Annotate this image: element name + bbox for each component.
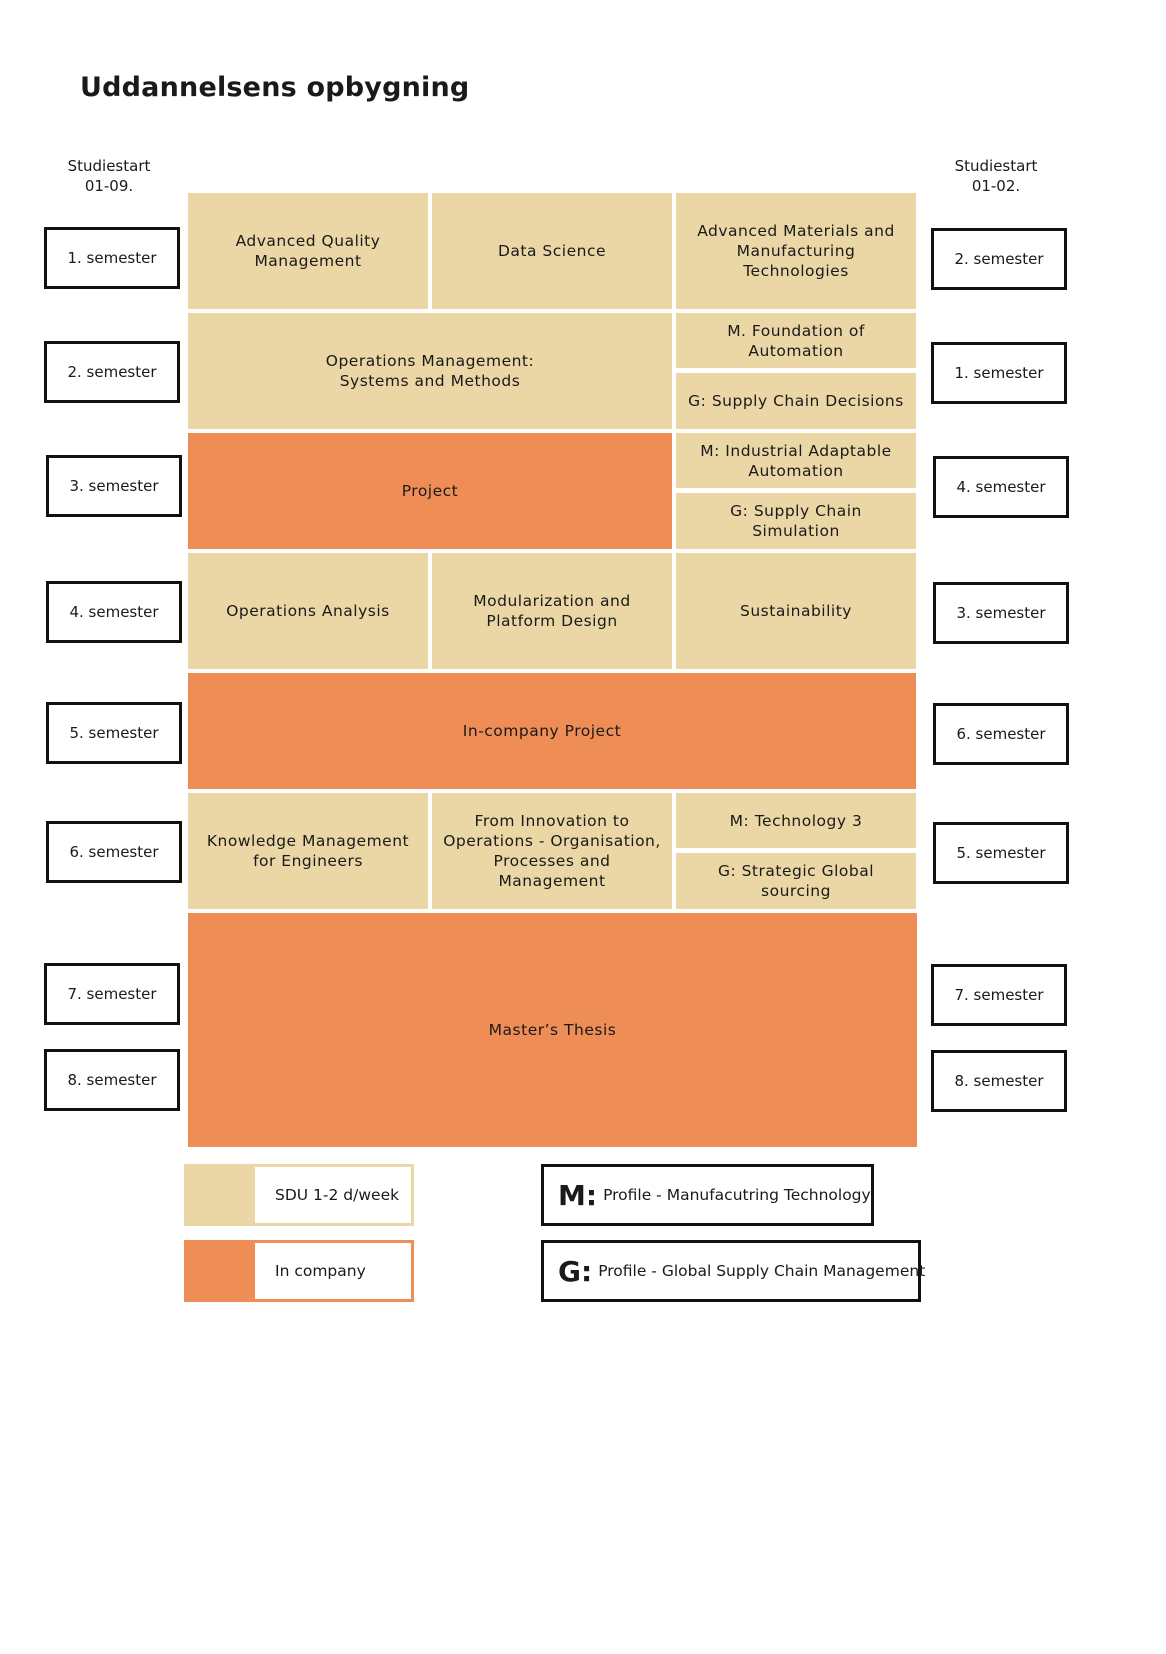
- legend-company: In company: [184, 1240, 414, 1302]
- course-advanced-materials: Advanced Materials and Manufacturing Tec…: [676, 193, 916, 309]
- course-g-supply-chain-simulation: G: Supply Chain Simulation: [676, 493, 916, 549]
- left-semester-box: 5. semester: [46, 702, 182, 764]
- profile-g-letter: G:: [558, 1254, 593, 1288]
- course-sustainability: Sustainability: [676, 553, 916, 669]
- legend-company-swatch: [187, 1243, 255, 1299]
- left-semester-box: 8. semester: [44, 1049, 180, 1111]
- legend-sdu-label: SDU 1-2 d/week: [275, 1186, 400, 1204]
- right-semester-box: 5. semester: [933, 822, 1069, 884]
- right-semester-box: 4. semester: [933, 456, 1069, 518]
- course-project: Project: [188, 433, 672, 549]
- right-semester-box: 6. semester: [933, 703, 1069, 765]
- profile-m-letter: M:: [558, 1178, 598, 1212]
- right-semester-box: 8. semester: [931, 1050, 1067, 1112]
- left-semester-box: 3. semester: [46, 455, 182, 517]
- course-innovation-to-operations: From Innovation to Operations - Organisa…: [432, 793, 672, 909]
- course-modularization: Modularization and Platform Design: [432, 553, 672, 669]
- legend-sdu: SDU 1-2 d/week: [184, 1164, 414, 1226]
- course-knowledge-management: Knowledge Management for Engineers: [188, 793, 428, 909]
- profile-g-text: Profile - Global Supply Chain Management: [598, 1262, 926, 1280]
- course-advanced-quality-management: Advanced Quality Management: [188, 193, 428, 309]
- course-g-strategic-global-sourcing: G: Strategic Global sourcing: [676, 853, 916, 909]
- study-start-left: Studiestart 01-09.: [67, 157, 151, 195]
- left-semester-box: 6. semester: [46, 821, 182, 883]
- legend-sdu-swatch: [187, 1167, 255, 1223]
- legend-company-label: In company: [275, 1262, 366, 1280]
- left-semester-box: 7. semester: [44, 963, 180, 1025]
- course-data-science: Data Science: [432, 193, 672, 309]
- course-operations-management: Operations Management: Systems and Metho…: [188, 313, 672, 429]
- course-m-industrial-adaptable-automation: M: Industrial Adaptable Automation: [676, 433, 916, 488]
- legend-profile-g: G: Profile - Global Supply Chain Managem…: [541, 1240, 925, 1302]
- profile-m-text: Profile - Manufacutring Technology: [603, 1186, 871, 1204]
- left-semester-box: 2. semester: [44, 341, 180, 403]
- right-semester-box: 3. semester: [933, 582, 1069, 644]
- left-semester-box: 1. semester: [44, 227, 180, 289]
- course-m-foundation-automation: M. Foundation of Automation: [676, 313, 916, 368]
- course-in-company-project: In-company Project: [188, 673, 916, 789]
- right-semester-box: 1. semester: [931, 342, 1067, 404]
- study-start-right: Studiestart 01-02.: [954, 157, 1038, 195]
- course-masters-thesis: Master’s Thesis: [188, 913, 917, 1147]
- right-semester-box: 2. semester: [931, 228, 1067, 290]
- course-m-technology-3: M: Technology 3: [676, 793, 916, 848]
- right-semester-box: 7. semester: [931, 964, 1067, 1026]
- left-semester-box: 4. semester: [46, 581, 182, 643]
- page-title: Uddannelsens opbygning: [80, 72, 470, 103]
- course-operations-analysis: Operations Analysis: [188, 553, 428, 669]
- course-g-supply-chain-decisions: G: Supply Chain Decisions: [676, 373, 916, 429]
- legend-profile-m: M: Profile - Manufacutring Technology: [541, 1164, 874, 1226]
